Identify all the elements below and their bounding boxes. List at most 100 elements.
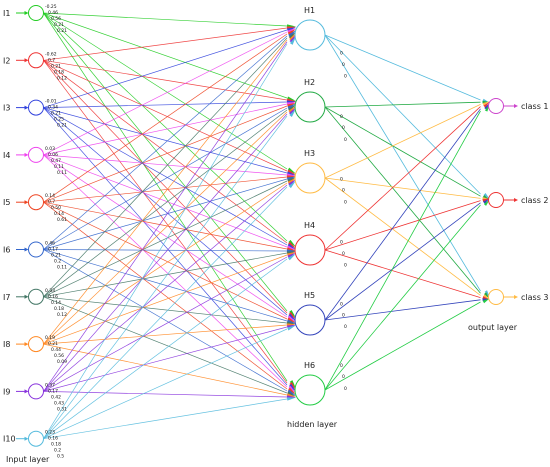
edge-i6-h2 [43,107,288,250]
arrowhead-i3-h5 [288,313,296,321]
hidden-weight-label: 0 [344,73,347,79]
weight-label: 0.42 [51,394,61,400]
edge-i4-h5 [43,154,288,318]
edge-i9-h1 [43,41,288,392]
arrowhead-i10-h3 [288,180,296,189]
weight-labels: -0.250.460.560.210.21-0.620.70.210.180.1… [45,4,347,460]
weight-label: 0.33 [45,288,55,294]
arrowhead-h4-out1 [483,101,490,108]
arrowhead-i3-h4 [287,243,296,250]
hidden-weight-label: 0 [340,176,343,182]
edge-i4-h2 [43,103,288,156]
input-label-i7: I7 [3,293,10,302]
output-label-3: class 3 [521,293,549,302]
arrowhead-i4-h5 [287,315,296,322]
weight-label: 0.12 [57,312,67,318]
weight-label: 0.11 [57,265,67,271]
arrowhead-i4-h6 [288,385,296,394]
hidden-weight-label: 0 [340,114,343,120]
edge-i6-h5 [43,249,288,322]
edge-i5-h3 [43,176,288,203]
weight-label: 0.21 [51,111,61,117]
network-nodes [16,5,518,447]
edge-i10-h3 [43,186,288,439]
arrowhead-i10-h4 [287,253,296,261]
edge-h6-out1 [324,110,481,391]
edge-i5-h5 [43,201,288,320]
input-arrowhead-i3 [24,105,29,110]
weight-label: 0.09 [57,359,67,365]
arrowhead-i6-h6 [287,389,296,396]
arrowhead-i9-h3 [288,179,296,187]
edge-i9-h5 [43,326,288,392]
hidden-node-h4 [294,234,326,266]
edge-i9-h6 [43,391,288,398]
edge-i5-h6 [43,201,288,390]
weight-label: 0.18 [54,69,64,75]
output-label-1: class 1 [521,102,549,111]
weight-label: 0.23 [45,430,55,436]
arrowhead-i2-h5 [288,311,296,320]
arrowhead-h2-out2 [482,194,490,200]
edge-i10-h1 [43,43,288,439]
edge-h4-out1 [324,106,481,251]
edge-i5-h1 [43,33,288,203]
layer-captions: Input layer hidden layer output layer [6,323,518,464]
output-node-3 [488,289,504,305]
arrowhead-i1-h3 [287,167,296,174]
edge-h5-out2 [324,202,481,321]
arrowhead-h3-out1 [482,101,490,106]
edge-h1-out3 [324,34,481,292]
hidden-label-h1: H1 [304,6,315,15]
input-node-i7 [28,288,44,305]
edge-i8-h6 [43,343,288,396]
edge-i2-h5 [43,60,288,314]
weight-label: 0.12 [57,75,67,81]
arrowhead-i1-h5 [289,309,296,318]
edge-i6-h6 [43,249,288,392]
edge-i4-h3 [43,154,288,176]
weight-label: 0.2 [54,259,61,265]
edge-h6-out2 [324,204,481,391]
input-label-i3: I3 [3,104,10,113]
hidden-layer-caption: hidden layer [287,420,338,429]
hidden-label-h5: H5 [304,291,315,300]
input-node-i1 [28,5,44,21]
arrowhead-i7-h1 [288,31,296,40]
output-arrowhead-2 [514,198,518,202]
edge-h4-out2 [324,200,481,251]
arrowhead-i5-h5 [287,317,296,323]
weight-label: -0.01 [45,99,57,105]
input-node-i5 [28,194,44,211]
input-node-i8 [28,336,44,353]
edge-i3-h4 [43,107,288,246]
input-arrowhead-i7 [24,294,29,299]
weight-label: 0.47 [51,158,61,164]
input-node-i2 [28,52,44,69]
arrowhead-i2-h3 [287,169,296,175]
arrowhead-i1-h4 [288,239,296,248]
arrowhead-h6-out3 [482,298,490,304]
edge-h1-out2 [324,34,481,195]
edge-h6-out3 [324,301,481,391]
weight-label: 0.11 [54,164,64,170]
weight-label: -0.62 [45,51,57,57]
edge-i9-h2 [43,113,288,392]
weight-label: 0.43 [54,400,64,406]
edge-i7-h4 [43,252,288,298]
input-label-i10: I10 [3,435,16,444]
hidden-weight-label: 0 [344,386,347,392]
arrowhead-i10-h6 [286,397,296,401]
hidden-weight-label: 0 [340,51,343,57]
output-label-2: class 2 [521,196,549,205]
hidden-node-h3 [294,162,326,194]
hidden-node-h6 [294,374,326,406]
input-arrowhead-i9 [24,389,29,394]
hidden-label-h3: H3 [304,149,315,158]
input-node-i4 [28,146,44,163]
input-label-i1: I1 [3,9,10,18]
arrowhead-h5-out2 [483,198,490,204]
output-arrowhead-1 [514,104,518,108]
